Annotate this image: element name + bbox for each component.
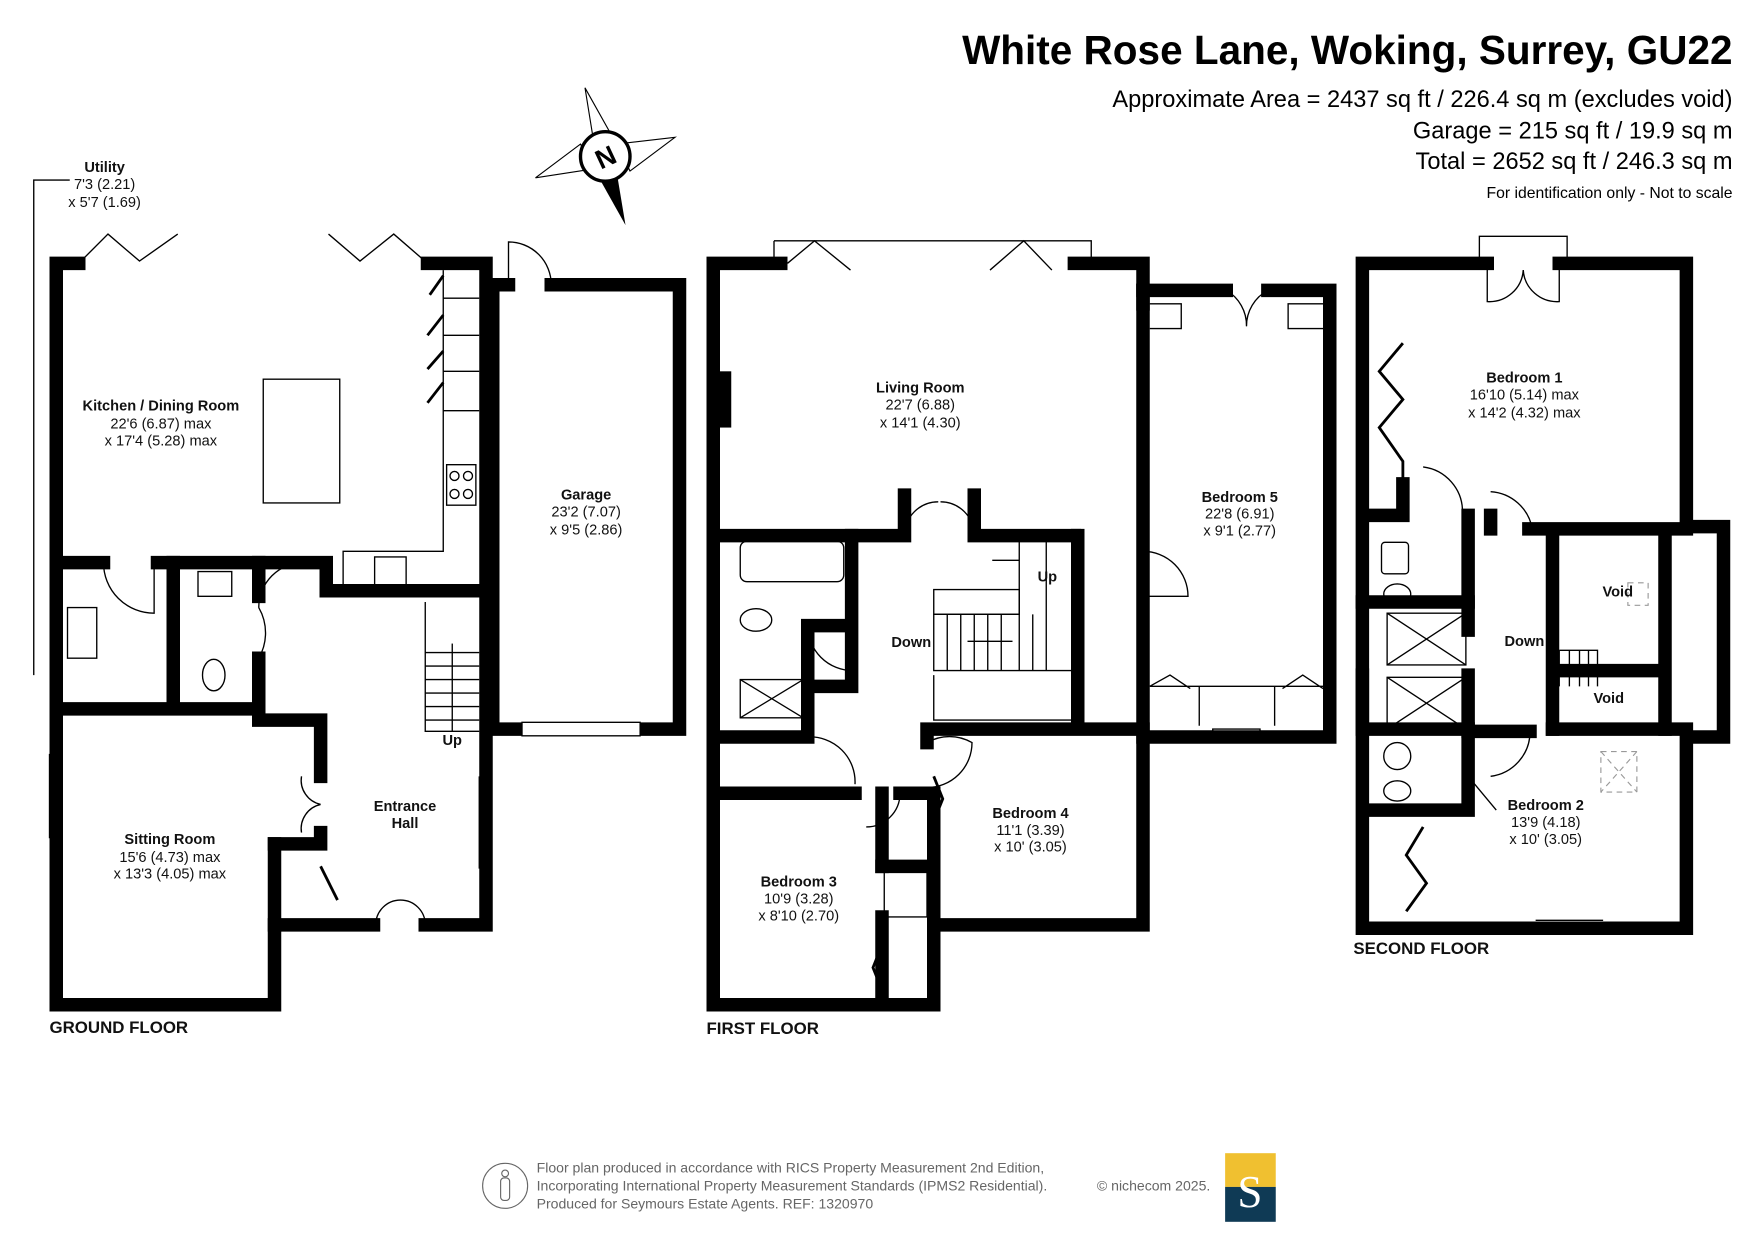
bedroom2-name: Bedroom 2: [1508, 798, 1584, 814]
void-label-1: Void: [1602, 584, 1633, 600]
bedroom5-dim2: x 9'1 (2.77): [1203, 524, 1276, 540]
kitchen-name: Kitchen / Dining Room: [83, 399, 240, 415]
bedroom5-dim1: 22'8 (6.91): [1205, 507, 1274, 523]
hall-name-2: Hall: [392, 816, 419, 832]
kitchen-dim2: x 17'4 (5.28) max: [105, 434, 218, 450]
utility-dim2: x 5'7 (1.69): [68, 195, 141, 211]
seymours-logo: S: [1225, 1153, 1276, 1222]
sitting-dim1: 15'6 (4.73) max: [119, 850, 221, 866]
living-name: Living Room: [876, 381, 964, 397]
bedroom2-dim2: x 10' (3.05): [1509, 832, 1582, 848]
bedroom4-name: Bedroom 4: [992, 806, 1069, 822]
sitting-dim2: x 13'3 (4.05) max: [114, 867, 227, 883]
living-dim1: 22'7 (6.88): [886, 398, 955, 414]
garage-name: Garage: [561, 488, 611, 504]
bedroom2-dim1: 13'9 (4.18): [1511, 815, 1580, 831]
living-dim2: x 14'1 (4.30): [880, 416, 961, 432]
bedroom1-dim2: x 14'2 (4.32) max: [1468, 405, 1581, 421]
ground-floor-label: GROUND FLOOR: [50, 1018, 189, 1037]
footer-line-2: Incorporating International Property Mea…: [537, 1177, 1048, 1193]
ground-stairs-up: Up: [443, 733, 463, 749]
bedroom1-name: Bedroom 1: [1486, 371, 1562, 387]
utility-name: Utility: [84, 160, 125, 176]
garage-dim2: x 9'5 (2.86): [550, 522, 623, 538]
bedroom3-name: Bedroom 3: [761, 875, 837, 891]
garage-dim1: 23'2 (7.07): [551, 504, 620, 520]
bedroom4-dim1: 11'1 (3.39): [996, 823, 1064, 839]
second-floor-label: SECOND FLOOR: [1353, 939, 1489, 958]
footer-line-1: Floor plan produced in accordance with R…: [537, 1159, 1045, 1175]
kitchen-dim1: 22'6 (6.87) max: [110, 417, 212, 433]
approximate-area: Approximate Area = 2437 sq ft / 226.4 sq…: [1112, 87, 1732, 113]
footer-copyright: © nichecom 2025.: [1097, 1177, 1210, 1193]
bedroom3-dim2: x 8'10 (2.70): [758, 908, 839, 924]
first-floor-plan: [706, 239, 1337, 1012]
first-stairs-up: Up: [1038, 570, 1058, 586]
total-area: Total = 2652 sq ft / 246.3 sq m: [1416, 149, 1733, 175]
first-floor-label: FIRST FLOOR: [707, 1019, 819, 1038]
second-floor-plan: [1355, 235, 1731, 935]
ground-floor-plan: [33, 179, 493, 1012]
compass-north-icon: N: [535, 87, 678, 226]
sitting-name: Sitting Room: [124, 832, 215, 848]
bedroom1-dim1: 16'10 (5.14) max: [1470, 387, 1580, 403]
footer-line-3: Produced for Seymours Estate Agents. REF…: [537, 1195, 874, 1211]
bedroom5-name: Bedroom 5: [1202, 490, 1278, 506]
bedroom3-dim1: 10'9 (3.28): [764, 891, 833, 907]
disclaimer: For identification only - Not to scale: [1487, 185, 1733, 202]
first-stairs-down: Down: [891, 635, 931, 651]
hall-name-1: Entrance: [374, 799, 437, 815]
second-stairs-down: Down: [1504, 634, 1544, 650]
ipms-person-icon: [482, 1162, 529, 1209]
bedroom4-dim2: x 10' (3.05): [994, 840, 1067, 856]
utility-dim1: 7'3 (2.21): [74, 177, 135, 193]
garage-area: Garage = 215 sq ft / 19.9 sq m: [1413, 118, 1733, 144]
garage-plan: [486, 241, 687, 737]
property-title: White Rose Lane, Woking, Surrey, GU22: [962, 27, 1732, 73]
void-label-2: Void: [1593, 691, 1624, 707]
logo-letter: S: [1237, 1167, 1262, 1217]
